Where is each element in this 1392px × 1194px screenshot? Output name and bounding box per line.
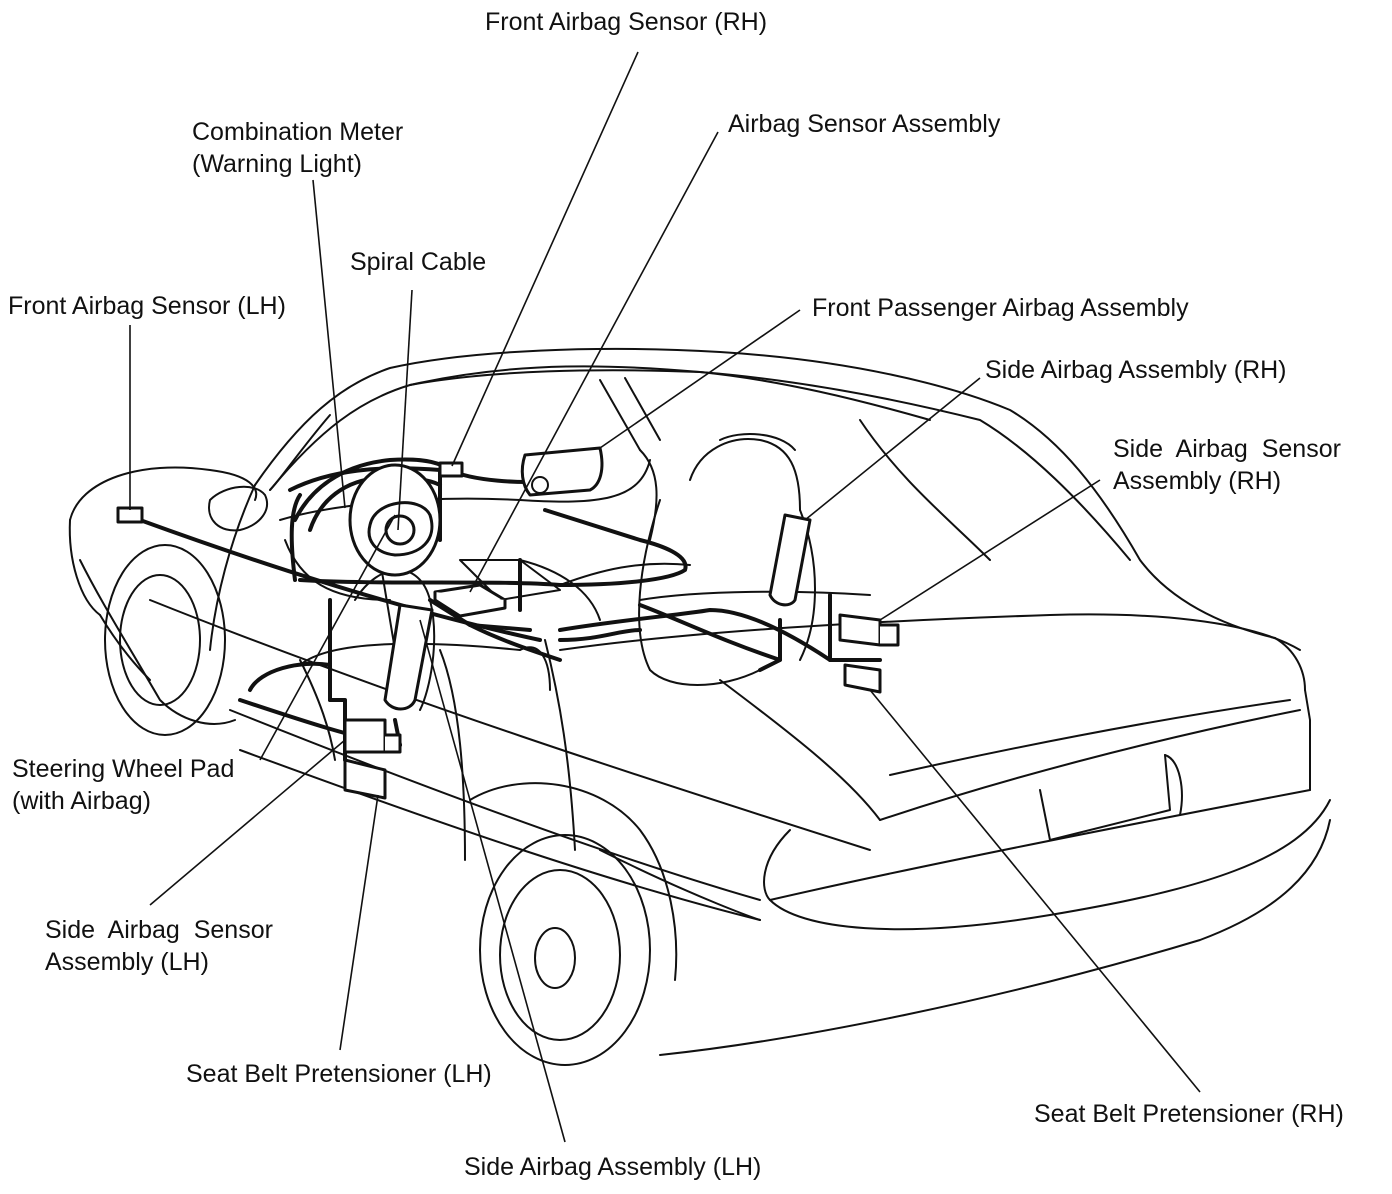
seat-belt-pretensioner-rh-part xyxy=(843,663,882,694)
leader-side-airbag-lh xyxy=(419,619,566,1143)
leader-lines xyxy=(129,51,1201,1143)
leader-spiral-cable xyxy=(397,289,413,531)
label-side-airbag-sensor-lh-line2: Assembly (LH) xyxy=(45,948,209,976)
steering-wheel-pad-part xyxy=(367,501,434,557)
front-airbag-sensor-lh-part xyxy=(116,506,144,524)
label-front-airbag-sensor-lh: Front Airbag Sensor (LH) xyxy=(8,292,286,320)
leader-side-airbag-rh xyxy=(804,377,981,521)
label-seat-belt-pretensioner-rh: Seat Belt Pretensioner (RH) xyxy=(1034,1100,1344,1128)
label-steering-wheel-pad-line2: (with Airbag) xyxy=(12,787,151,815)
side-airbag-lh-part xyxy=(383,603,434,711)
leader-side-airbag-sensor-lh xyxy=(149,739,346,906)
leader-airbag-sensor-assembly xyxy=(469,131,719,593)
label-combination-meter-line1: Combination Meter xyxy=(192,118,404,146)
leader-seat-belt-pretensioner-lh xyxy=(339,794,379,1051)
side-airbag-sensor-lh-part xyxy=(343,718,387,754)
label-combination-meter-line2: (Warning Light) xyxy=(192,150,362,178)
label-seat-belt-pretensioner-lh: Seat Belt Pretensioner (LH) xyxy=(186,1060,492,1088)
label-side-airbag-sensor-rh: Side Airbag Sensor Assembly (RH) xyxy=(1113,433,1341,497)
leader-side-airbag-sensor-rh xyxy=(879,479,1101,621)
leader-combination-meter xyxy=(312,179,346,509)
leader-seat-belt-pretensioner-rh xyxy=(869,689,1201,1093)
leader-front-passenger-airbag xyxy=(599,309,801,449)
label-front-passenger-airbag-assembly: Front Passenger Airbag Assembly xyxy=(812,294,1189,322)
side-airbag-sensor-rh-part xyxy=(838,613,882,647)
leader-front-airbag-sensor-rh xyxy=(451,51,639,467)
side-airbag-rh-part xyxy=(768,513,812,607)
label-side-airbag-assembly-lh: Side Airbag Assembly (LH) xyxy=(464,1153,762,1181)
wiring-harness xyxy=(138,457,882,762)
label-spiral-cable: Spiral Cable xyxy=(350,248,487,276)
label-side-airbag-sensor-rh-line1: Side Airbag Sensor xyxy=(1113,435,1341,463)
label-airbag-sensor-assembly: Airbag Sensor Assembly xyxy=(728,110,1001,138)
label-steering-wheel-pad: Steering Wheel Pad (with Airbag) xyxy=(12,753,234,817)
label-side-airbag-assembly-rh: Side Airbag Assembly (RH) xyxy=(985,356,1287,384)
label-combination-meter: Combination Meter (Warning Light) xyxy=(192,116,403,180)
label-front-airbag-sensor-rh: Front Airbag Sensor (RH) xyxy=(485,8,768,36)
label-side-airbag-sensor-rh-line2: Assembly (RH) xyxy=(1113,467,1282,495)
components xyxy=(116,446,900,800)
seat-belt-pretensioner-lh-part xyxy=(343,758,387,800)
label-side-airbag-sensor-lh: Side Airbag Sensor Assembly (LH) xyxy=(45,914,273,978)
leader-steering-wheel-pad xyxy=(259,514,396,761)
label-side-airbag-sensor-lh-line1: Side Airbag Sensor xyxy=(45,916,273,944)
label-steering-wheel-pad-line1: Steering Wheel Pad xyxy=(12,755,235,783)
front-airbag-sensor-rh-part xyxy=(438,461,464,478)
